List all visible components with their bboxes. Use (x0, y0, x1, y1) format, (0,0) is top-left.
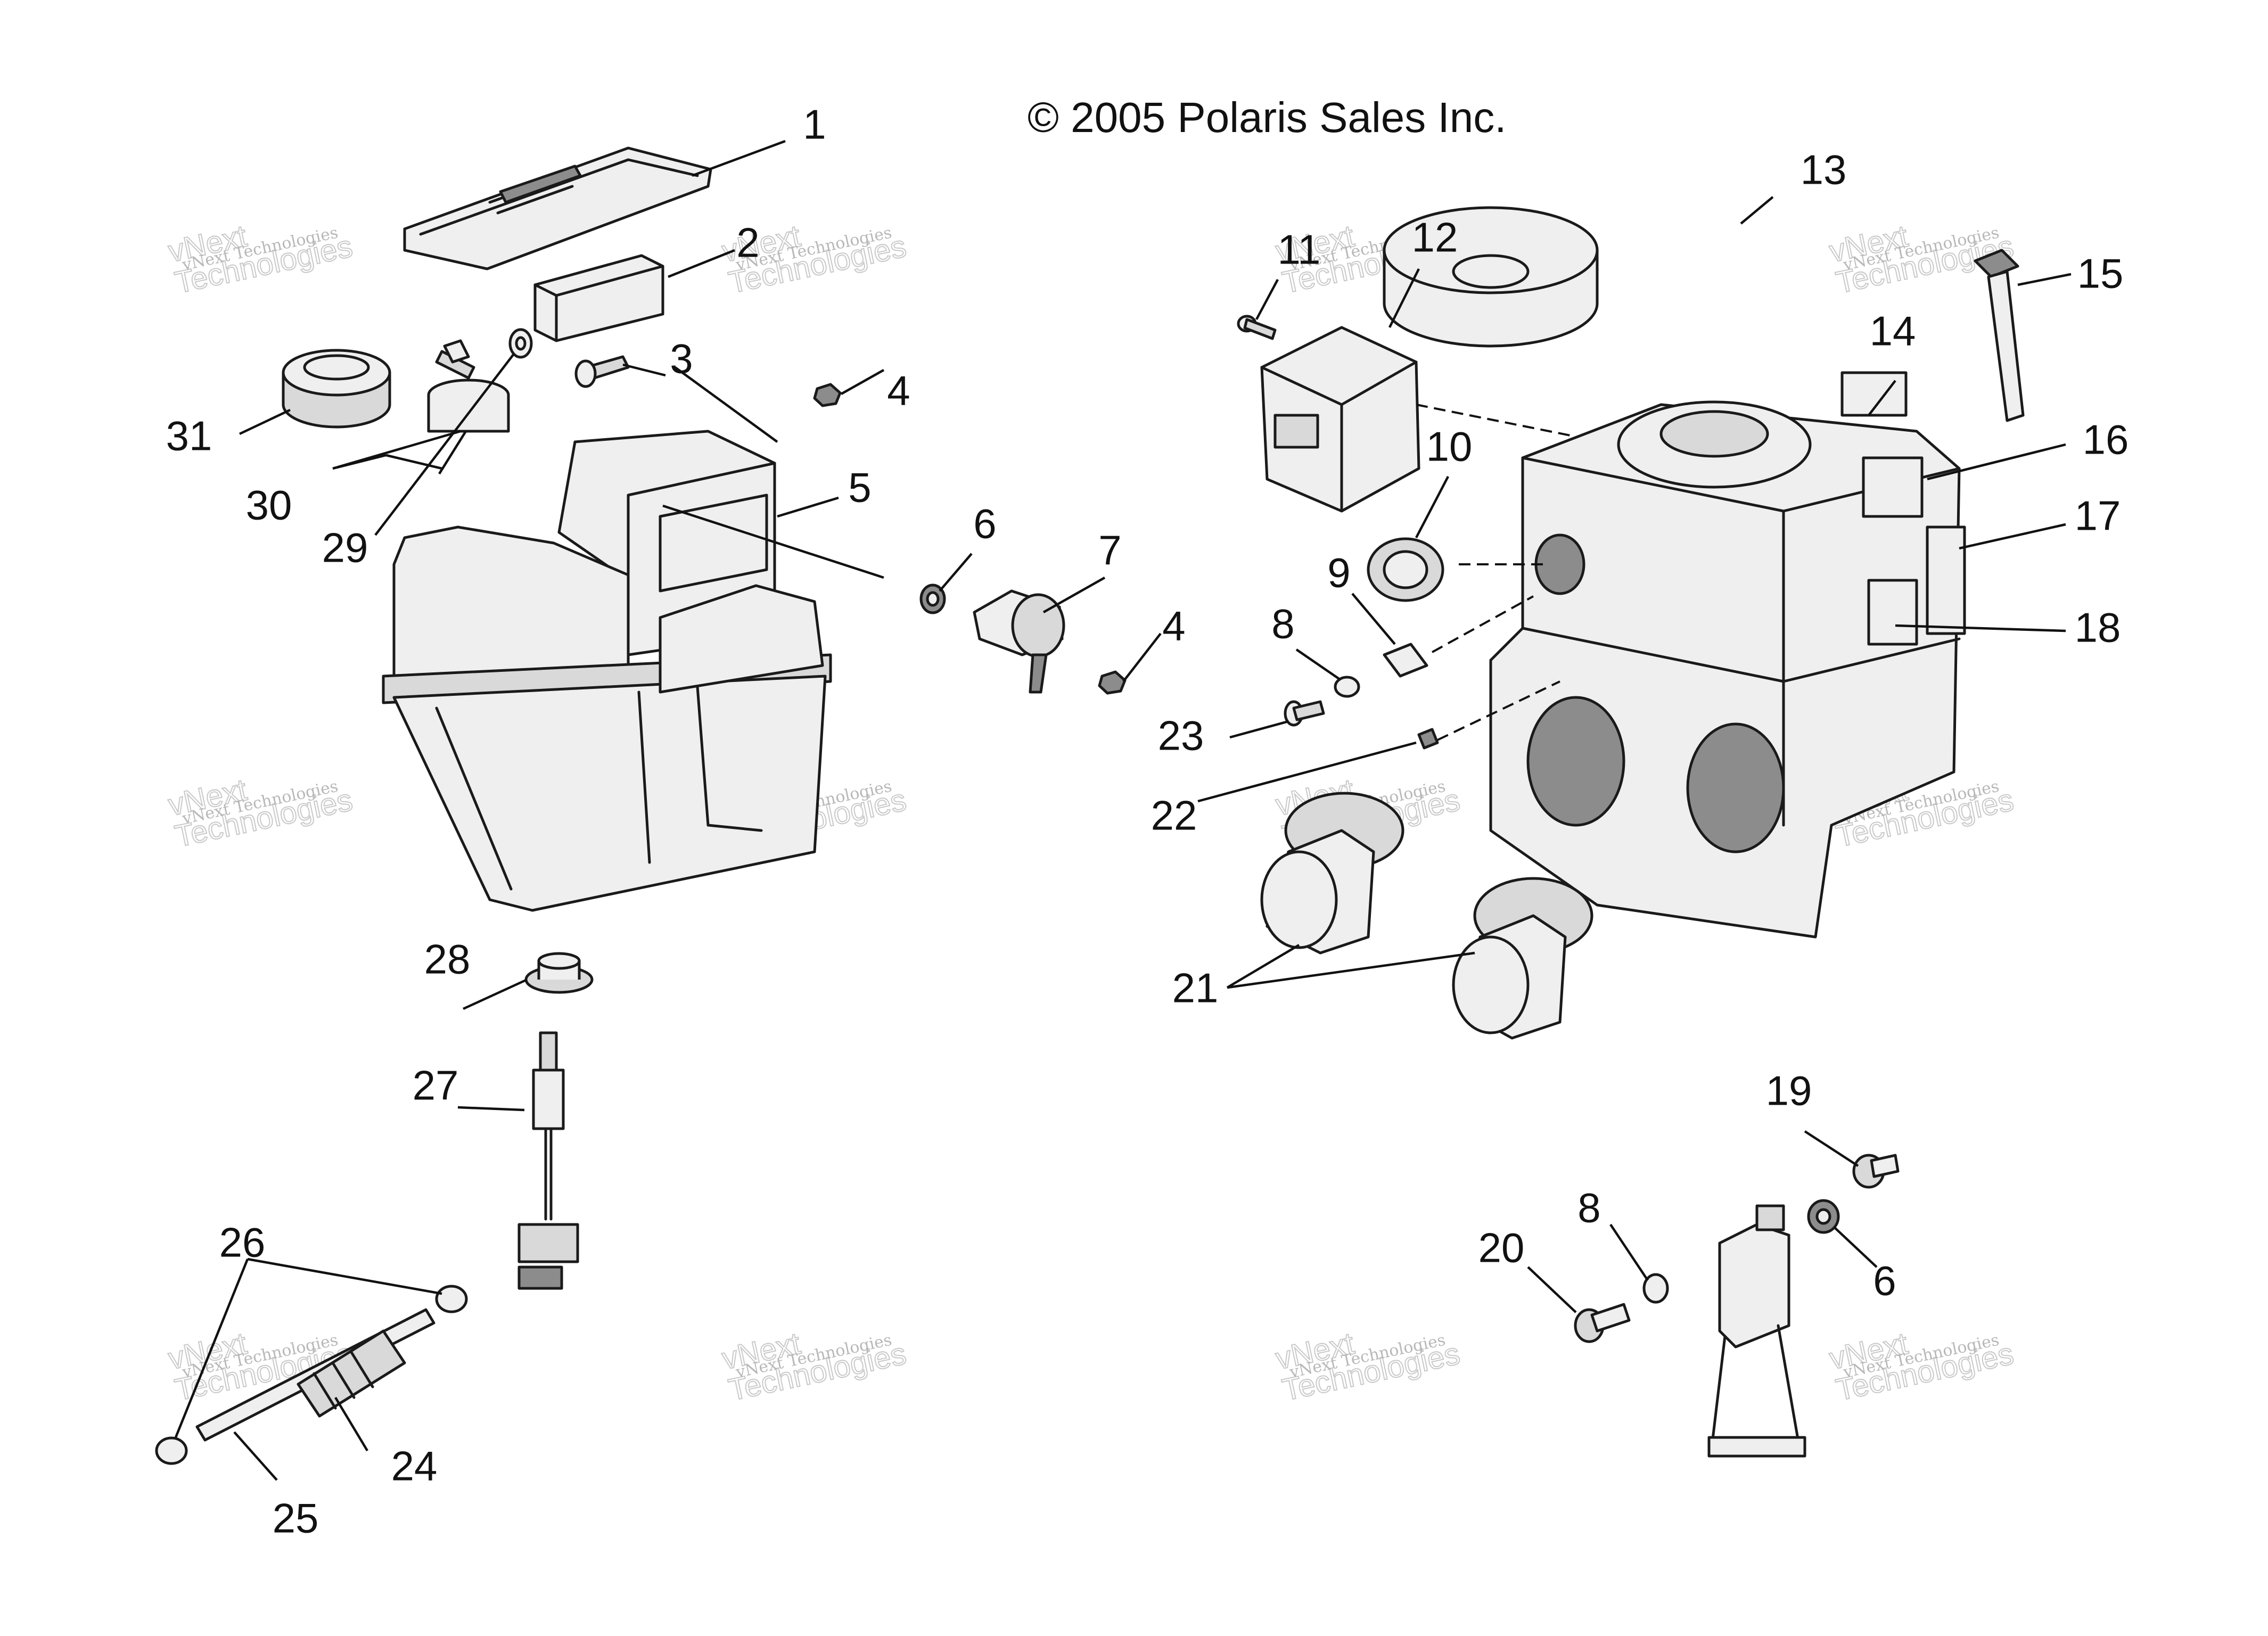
callout-17: 17 (2075, 492, 2121, 539)
callout-8-lower: 8 (1577, 1185, 1600, 1231)
part-oil-tank-body (382, 379, 832, 912)
callout-24: 24 (391, 1443, 438, 1490)
part-10-grommet (1367, 537, 1444, 602)
part-28-plug (524, 952, 594, 994)
callout-9: 9 (1327, 549, 1350, 596)
callout-28: 28 (424, 936, 471, 983)
callout-27: 27 (413, 1062, 459, 1109)
callout-30: 30 (246, 482, 292, 529)
part-2-foam-block (533, 254, 664, 342)
part-1-tank-cover (403, 146, 712, 270)
callout-31: 31 (166, 413, 212, 459)
part-9-bushing (1383, 643, 1428, 678)
part-airbox-body (1489, 371, 1966, 939)
callout-7: 7 (1098, 527, 1121, 574)
part-20-bolt (1574, 1303, 1631, 1343)
part-4-nut-right (1098, 670, 1127, 695)
copyright-notice: © 2005 Polaris Sales Inc. (1028, 94, 1506, 141)
part-19-screw (1852, 1154, 1900, 1189)
callout-13: 13 (1801, 146, 1847, 193)
callout-1: 1 (803, 101, 826, 148)
callout-6-lower: 6 (1873, 1257, 1896, 1304)
watermark: vNext Technologies vNext Technologies (1826, 218, 2017, 301)
part-30-bolt (435, 339, 475, 380)
callout-19: 19 (1766, 1067, 1812, 1114)
part-8-washer-upper (1334, 676, 1360, 698)
part-24-25-26-oil-line-filter (155, 1285, 468, 1465)
callout-14: 14 (1870, 308, 1916, 355)
part-11-screw (1237, 315, 1277, 340)
part-4-nut (813, 383, 842, 407)
watermark: vNext Technologies vNext Technologies (165, 772, 356, 854)
part-27-oil-level-sender (517, 1031, 579, 1290)
part-23-bolt (1284, 700, 1325, 727)
callout-25: 25 (273, 1495, 319, 1542)
part-6-grommet-left (919, 583, 946, 614)
callout-10: 10 (1426, 423, 1473, 470)
part-7-oil-pump-sensor (973, 589, 1065, 694)
watermark: vNext Technologies vNext Technologies (1826, 1326, 2017, 1408)
part-6-grommet-lower (1807, 1199, 1840, 1234)
part-29-washer (508, 328, 533, 359)
callout-26: 26 (219, 1219, 266, 1266)
callout-15: 15 (2077, 250, 2124, 297)
callout-18: 18 (2075, 604, 2121, 651)
callout-16: 16 (2083, 416, 2129, 463)
watermark: vNext Technologies vNext Technologies (718, 1326, 909, 1408)
part-31-oil-cap (282, 349, 391, 429)
part-12-control-module (1260, 326, 1420, 513)
part-3-bolt (574, 355, 630, 388)
callout-4-lower: 4 (1162, 603, 1185, 650)
callout-21: 21 (1172, 965, 1219, 1012)
part-22-fastener (1417, 728, 1439, 750)
callout-4-upper: 4 (887, 367, 910, 414)
watermark: vNext Technologies vNext Technologies (165, 218, 356, 301)
callout-6-upper: 6 (973, 500, 996, 547)
leader-lines (174, 139, 2072, 1481)
callout-5: 5 (848, 464, 871, 511)
callout-23: 23 (1158, 712, 1204, 759)
callout-12: 12 (1412, 214, 1458, 261)
watermark: vNext Technologies vNext Technologies (1272, 1326, 1463, 1408)
callout-2: 2 (736, 219, 759, 266)
part-15-clip (1974, 249, 2025, 422)
callout-29: 29 (322, 524, 368, 571)
callout-labels: 1 2 3 4 4 5 6 6 7 8 8 9 10 11 12 13 14 1… (166, 101, 2129, 1542)
part-8-washer-lower (1642, 1273, 1669, 1304)
part-13-foam-ring (1383, 206, 1599, 348)
part-21-intake-boots (1260, 792, 1593, 1040)
callout-22: 22 (1151, 792, 1197, 839)
callout-20: 20 (1478, 1224, 1525, 1271)
callout-3: 3 (670, 335, 693, 382)
callout-11: 11 (1278, 226, 1321, 273)
part-ignition-coil (1707, 1204, 1806, 1458)
callout-8-upper: 8 (1271, 601, 1294, 647)
